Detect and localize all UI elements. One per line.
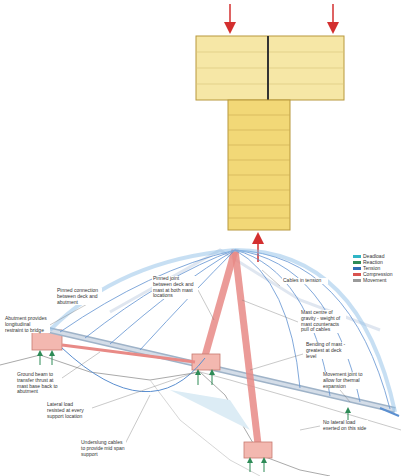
legend-swatch xyxy=(353,273,361,276)
bridge-illustration xyxy=(0,250,401,476)
legend-text: Deadload xyxy=(363,253,384,259)
callout-note: Movement joint to allow for thermal expa… xyxy=(322,372,368,389)
legend-swatch xyxy=(353,261,361,264)
callout-note: Pinned joint between deck and mast at bo… xyxy=(152,276,198,299)
legend-swatch xyxy=(353,255,361,258)
joint-diagram xyxy=(196,4,344,262)
callout-note: Lateral load resisted at every support l… xyxy=(46,402,92,419)
legend-swatch xyxy=(353,267,361,270)
legend-row: Reaction xyxy=(353,259,392,265)
legend-text: Movement xyxy=(363,277,386,283)
callout-note: Ground beam to transfer thrust at mast b… xyxy=(16,372,62,395)
legend-row: Movement xyxy=(353,277,392,283)
legend-text: Reaction xyxy=(363,259,383,265)
callout-note: Bending of mast - greatest at deck level xyxy=(305,342,351,359)
legend-swatch xyxy=(353,279,361,282)
legend: DeadloadReactionTensionCompressionMoveme… xyxy=(352,252,393,284)
callout-note: Mast centre of gravity - weight of mast … xyxy=(300,310,346,333)
callout-note: No lateral load exerted on this side xyxy=(322,420,368,432)
legend-row: Deadload xyxy=(353,253,392,259)
legend-row: Compression xyxy=(353,271,392,277)
legend-text: Tension xyxy=(363,265,380,271)
legend-row: Tension xyxy=(353,265,392,271)
callout-note: Underslung cables to provide mid span su… xyxy=(80,440,126,457)
callout-note: Abutment provides longitudinal restraint… xyxy=(4,316,50,333)
legend-text: Compression xyxy=(363,271,392,277)
callout-note: Pinned connection between deck and abutm… xyxy=(56,288,102,305)
callout-note: Cables in tension xyxy=(282,278,328,284)
